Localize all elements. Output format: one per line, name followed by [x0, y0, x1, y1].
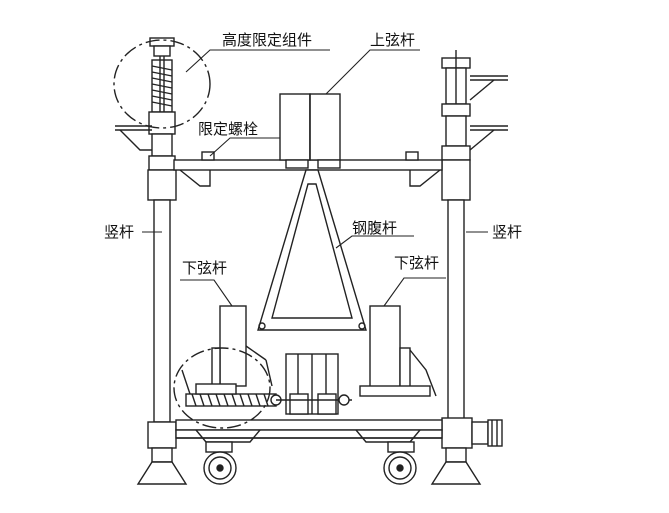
upper-chord-assembly [173, 93, 443, 187]
lower-chord-right-body [359, 305, 437, 397]
left-spring [151, 56, 173, 113]
center-support [285, 353, 339, 415]
lower-chord-left-body [211, 305, 273, 389]
label-upper-chord: 上弦杆 [370, 31, 415, 49]
height-limit-callout-circle [113, 39, 211, 129]
label-vertical-left: 竖杆 [104, 223, 134, 241]
leader-lines [142, 49, 488, 307]
right-vertical-column [430, 50, 508, 485]
label-lower-chord-right: 下弦杆 [394, 254, 439, 272]
bottom-frame [175, 419, 443, 443]
left-vertical-column [115, 37, 188, 485]
adjusting-screw [181, 369, 352, 407]
label-lower-chord-left: 下弦杆 [182, 259, 227, 277]
screw-callout-circle [173, 347, 271, 429]
label-height-limit-assembly: 高度限定组件 [222, 31, 312, 49]
left-caster-wheel [203, 441, 237, 485]
right-caster-wheel [383, 441, 417, 485]
label-steel-web: 钢腹杆 [352, 219, 397, 237]
steel-web-truss [257, 169, 367, 331]
label-vertical-right: 竖杆 [492, 223, 522, 241]
label-limit-bolt: 限定螺栓 [198, 120, 258, 138]
